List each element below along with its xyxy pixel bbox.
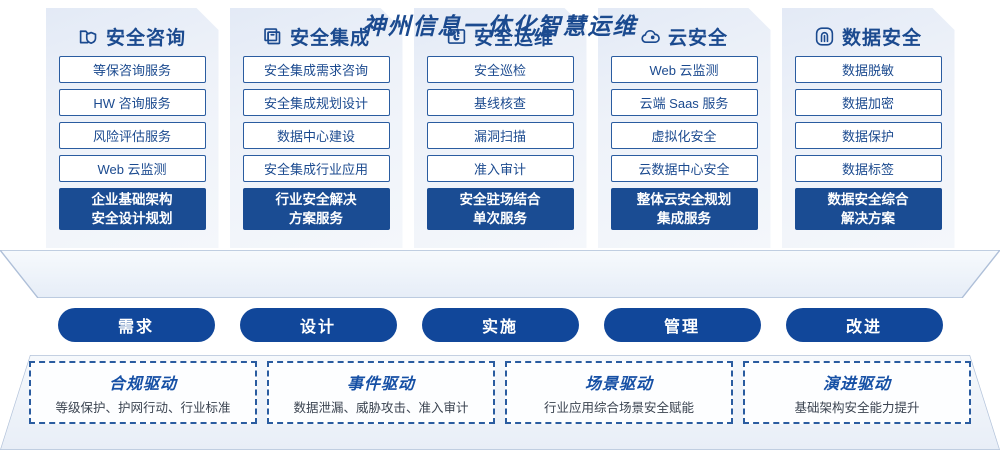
pillar-item[interactable]: 数据脱敏: [795, 56, 942, 83]
pillar-item[interactable]: 安全巡检: [427, 56, 574, 83]
stage-pill-implementation[interactable]: 实施: [421, 308, 579, 342]
pillar-highlight-item[interactable]: 行业安全解决 方案服务: [243, 188, 390, 230]
pillar-item[interactable]: 云数据中心安全: [611, 155, 758, 182]
platform-banner: 神州信息一体化智慧运维: [0, 0, 1000, 48]
pillar-item[interactable]: 准入审计: [427, 155, 574, 182]
pillar-highlight-line2: 安全设计规划: [91, 211, 173, 226]
pillar-title: 数据安全: [841, 27, 922, 49]
pillar-item[interactable]: Web 云监测: [611, 56, 758, 83]
pillar-columns: 安全咨询 等保咨询服务 HW 咨询服务 风险评估服务 Web 云监测 企业基础架…: [0, 0, 1000, 252]
driver-subtitle: 行业应用综合场景安全赋能: [543, 400, 694, 415]
driver-card-incident[interactable]: 事件驱动 数据泄漏、威胁攻击、准入审计: [267, 361, 495, 424]
pillar-highlight-item[interactable]: 安全驻场结合 单次服务: [427, 188, 574, 230]
pillar-header: 安全集成: [243, 16, 390, 56]
pillar-item[interactable]: 虚拟化安全: [611, 122, 758, 149]
pillar-highlight-line2: 方案服务: [289, 211, 343, 226]
pillar-highlight-item[interactable]: 数据安全综合 解决方案: [795, 188, 942, 230]
pillar-item[interactable]: 数据保护: [795, 122, 942, 149]
stage-pill-design[interactable]: 设计: [239, 308, 397, 342]
driver-title: 场景驱动: [584, 375, 653, 393]
fingerprint-icon: [814, 26, 835, 47]
pillar-column-security-integration[interactable]: 安全集成 安全集成需求咨询 安全集成规划设计 数据中心建设 安全集成行业应用 行…: [230, 8, 403, 248]
driver-subtitle: 基础架构安全能力提升: [794, 400, 920, 415]
pillar-item[interactable]: Web 云监测: [59, 155, 206, 182]
stage-pill-management[interactable]: 管理: [603, 308, 761, 342]
driver-card-compliance[interactable]: 合规驱动 等级保护、护网行动、行业标准: [29, 361, 257, 424]
lifecycle-stages: 需求 设计 实施 管理 改进: [0, 308, 1000, 348]
pillar-highlight-line1: 行业安全解决: [275, 192, 357, 207]
pillar-item[interactable]: 数据标签: [795, 155, 942, 182]
pillar-item[interactable]: 安全集成行业应用: [243, 155, 390, 182]
pillar-highlight-line1: 安全驻场结合: [459, 192, 541, 207]
pillar-highlight-item[interactable]: 整体云安全规划 集成服务: [611, 188, 758, 230]
drivers-row: 合规驱动 等级保护、护网行动、行业标准 事件驱动 数据泄漏、威胁攻击、准入审计 …: [0, 355, 1000, 450]
pillar-item[interactable]: 云端 Saas 服务: [611, 89, 758, 116]
pillar-item[interactable]: 数据中心建设: [243, 122, 390, 149]
folder-shield-icon: [78, 26, 99, 47]
pillar-title: 云安全: [667, 27, 728, 49]
platform-banner-shape: [0, 250, 1000, 298]
pillar-column-security-consulting[interactable]: 安全咨询 等保咨询服务 HW 咨询服务 风险评估服务 Web 云监测 企业基础架…: [46, 8, 219, 248]
pillar-title: 安全咨询: [105, 27, 186, 49]
stage-pill-requirement[interactable]: 需求: [57, 308, 215, 342]
pillar-column-security-operations[interactable]: 安全运维 安全巡检 基线核查 漏洞扫描 准入审计 安全驻场结合 单次服务: [414, 8, 587, 248]
pillar-item[interactable]: 安全集成需求咨询: [243, 56, 390, 83]
pillar-item[interactable]: HW 咨询服务: [59, 89, 206, 116]
pillar-highlight-line1: 数据安全综合: [827, 192, 909, 207]
platform-banner-text: 神州信息一体化智慧运维: [362, 13, 638, 39]
driver-subtitle: 数据泄漏、威胁攻击、准入审计: [293, 400, 469, 415]
pillar-header: 安全运维: [427, 16, 574, 56]
pillar-item[interactable]: 安全集成规划设计: [243, 89, 390, 116]
pillar-column-data-security[interactable]: 数据安全 数据脱敏 数据加密 数据保护 数据标签 数据安全综合 解决方案: [782, 8, 955, 248]
driver-title: 事件驱动: [346, 375, 415, 393]
drivers-container-outline: [0, 355, 1000, 450]
pillar-item[interactable]: 风险评估服务: [59, 122, 206, 149]
driver-card-evolution[interactable]: 演进驱动 基础架构安全能力提升: [743, 361, 971, 424]
pillar-header: 安全咨询: [59, 16, 206, 56]
driver-title: 合规驱动: [108, 375, 177, 393]
stage-pill-improvement[interactable]: 改进: [785, 308, 943, 342]
pillar-header: 数据安全: [795, 16, 942, 56]
pillar-header: 云安全: [611, 16, 758, 56]
driver-title: 演进驱动: [822, 375, 891, 393]
pillar-highlight-line1: 企业基础架构: [91, 192, 173, 207]
pillar-item[interactable]: 数据加密: [795, 89, 942, 116]
pillar-highlight-line2: 解决方案: [841, 211, 895, 226]
stacked-documents-icon: [262, 26, 283, 47]
pillar-highlight-line1: 整体云安全规划: [636, 192, 732, 207]
driver-card-scenario[interactable]: 场景驱动 行业应用综合场景安全赋能: [505, 361, 733, 424]
pillar-item[interactable]: 漏洞扫描: [427, 122, 574, 149]
pillar-title: 安全集成: [289, 27, 370, 49]
pillar-item[interactable]: 等保咨询服务: [59, 56, 206, 83]
folder-chart-icon: [446, 26, 467, 47]
pillar-item[interactable]: 基线核查: [427, 89, 574, 116]
pillar-highlight-line2: 单次服务: [473, 211, 527, 226]
pillar-column-cloud-security[interactable]: 云安全 Web 云监测 云端 Saas 服务 虚拟化安全 云数据中心安全 整体云…: [598, 8, 771, 248]
cloud-icon: [640, 26, 661, 47]
pillar-title: 安全运维: [473, 27, 554, 49]
pillar-highlight-line2: 集成服务: [657, 211, 711, 226]
pillar-highlight-item[interactable]: 企业基础架构 安全设计规划: [59, 188, 206, 230]
driver-subtitle: 等级保护、护网行动、行业标准: [55, 400, 231, 415]
